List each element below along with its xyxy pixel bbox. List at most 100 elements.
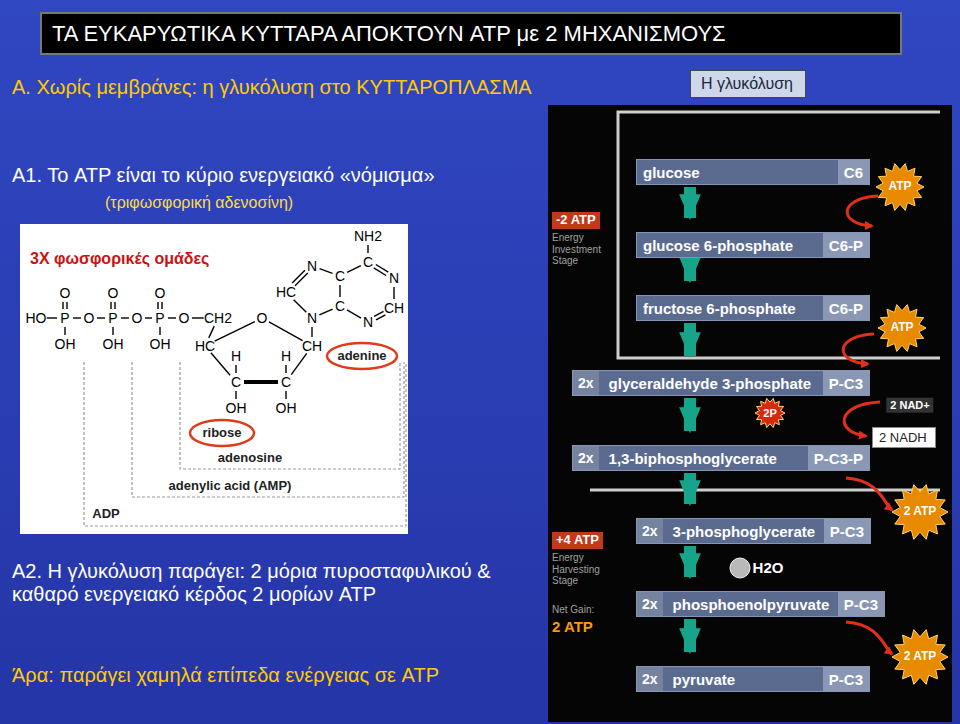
molecule-name: glucose 6-phosphate — [637, 233, 823, 257]
slide-label: CH2 — [204, 310, 232, 326]
slide-label: OH — [103, 336, 124, 352]
pathway-step: 2x3-phosphoglycerateP-C3 — [636, 518, 871, 544]
slide-label: C — [335, 298, 345, 314]
bond-line — [339, 285, 340, 297]
bond-line — [211, 353, 230, 375]
slide-label: Άρα: παράγει χαμηλά επίπεδα ενέργειας σε… — [12, 664, 439, 687]
bond-line — [235, 391, 236, 399]
bond-line — [319, 309, 332, 315]
slide-label: CH — [384, 300, 404, 316]
pathway-arrow — [684, 619, 696, 652]
slide-label: 2P — [763, 407, 776, 420]
atp-use-arrow — [847, 196, 878, 226]
product-box: 2 NADH — [872, 427, 936, 448]
pathway-step: 2xpyruvateP-C3 — [636, 666, 870, 692]
pathway-step: fructose 6-phosphateC6-P — [636, 295, 870, 321]
bond-line — [47, 317, 57, 318]
investment-bracket — [618, 112, 940, 358]
slide-label: O — [132, 310, 143, 326]
bond-line — [157, 302, 158, 309]
pathway-arrow — [684, 398, 696, 431]
slide-label: 2 NAD+ — [886, 398, 933, 413]
water-molecule — [730, 558, 750, 578]
carbon-formula: P-C3 — [838, 592, 884, 616]
bond-line — [311, 327, 312, 337]
slide-label: Net Gain: — [552, 604, 594, 616]
slide-label: O — [108, 285, 119, 301]
slide-label: N — [363, 314, 373, 330]
slide-label: adenine — [337, 349, 386, 364]
slide-label: ADP — [92, 507, 119, 522]
pathway-step: 2xglyceraldehyde 3-phosphateP-C3 — [572, 370, 870, 396]
slide-label: OH — [226, 400, 247, 416]
slide-label: P — [60, 310, 69, 326]
atp-burst — [892, 630, 948, 685]
slide-label: Energy Harvesting Stage — [552, 552, 612, 587]
bond-line — [110, 302, 111, 309]
slide-label: Α2. Η γλυκόλυση παράγει: 2 μόρια πυροστα… — [12, 560, 542, 606]
molecule-name: 1,3-biphosphoglycerate — [603, 446, 808, 470]
bond-line — [168, 317, 176, 318]
bond-line — [292, 270, 305, 283]
slide-label: O — [179, 310, 190, 326]
bond-line — [374, 311, 383, 316]
bond-line — [209, 326, 214, 338]
slide-label: C — [281, 374, 291, 390]
cofactor-arrows — [843, 196, 892, 654]
bond-line — [285, 365, 286, 373]
slide-label: adenylic acid (AMP) — [169, 479, 292, 494]
bond-line — [320, 269, 333, 274]
bond-line — [192, 317, 204, 318]
slide-label: OH — [150, 336, 171, 352]
slide-title: ΤΑ ΕΥΚΑΡΥΩΤΙΚΑ ΚΥΤΤΑΡΑ ΑΠΟΚΤΟΥΝ ATP με 2… — [52, 21, 726, 47]
pathway-arrow — [684, 323, 696, 356]
structure-brackets — [84, 362, 406, 526]
slide-label: N — [307, 258, 317, 274]
bond-line — [66, 302, 67, 309]
atp-burst — [876, 164, 924, 211]
slide-label: H — [231, 348, 241, 364]
carbon-formula: C6-P — [823, 296, 869, 320]
molecule-name: phosphoenolpyruvate — [667, 592, 838, 616]
bond-line — [347, 310, 361, 318]
bond-line — [244, 380, 278, 384]
bond-line — [235, 365, 236, 373]
slide-label: adenosine — [218, 451, 282, 466]
slide-label: C — [363, 254, 373, 270]
slide-label: O — [60, 285, 71, 301]
bond-line — [112, 327, 113, 335]
slide-label: H — [281, 348, 291, 364]
bond-line — [393, 287, 394, 299]
glycolysis-panel — [548, 105, 952, 722]
slide-label: C — [335, 268, 345, 284]
bond-line — [97, 317, 105, 318]
bond-line — [291, 353, 306, 374]
slide-label: P — [108, 310, 117, 326]
molecule-count: 2x — [637, 519, 663, 543]
node-text: 2 NADH — [879, 430, 929, 445]
slide-label: Α. Χωρίς μεμβράνες: η γλυκόλυση στο ΚΥΤΤ… — [12, 76, 532, 99]
slide-label: N — [307, 310, 317, 326]
slide-label: P — [155, 310, 164, 326]
topic-tag: Η γλυκόλυση — [690, 70, 806, 98]
bond-line — [295, 273, 308, 286]
atp-made-arrow — [846, 622, 892, 654]
pathway-step: glucose 6-phosphateC6-P — [636, 232, 870, 258]
node-text: Η γλυκόλυση — [701, 75, 795, 93]
slide-label: 2 ATP — [904, 650, 937, 664]
slide-label: HC — [276, 284, 296, 300]
slide-label: -2 ATP — [552, 212, 600, 229]
slide-label: ATP — [890, 321, 913, 335]
pathway-step: 2x1,3-biphosphoglycerateP-C3-P — [572, 445, 870, 471]
structure-panel — [20, 224, 408, 534]
ribose-ring-mark — [190, 420, 254, 446]
slide-label: ribose — [202, 426, 241, 441]
carbon-formula: C6-P — [823, 233, 869, 257]
atp-burst — [878, 305, 926, 352]
molecule-name: 3-phosphoglycerate — [667, 519, 824, 543]
slide-label: O — [257, 310, 268, 326]
carbon-formula: C6 — [838, 160, 869, 184]
atp-burst — [892, 485, 948, 540]
